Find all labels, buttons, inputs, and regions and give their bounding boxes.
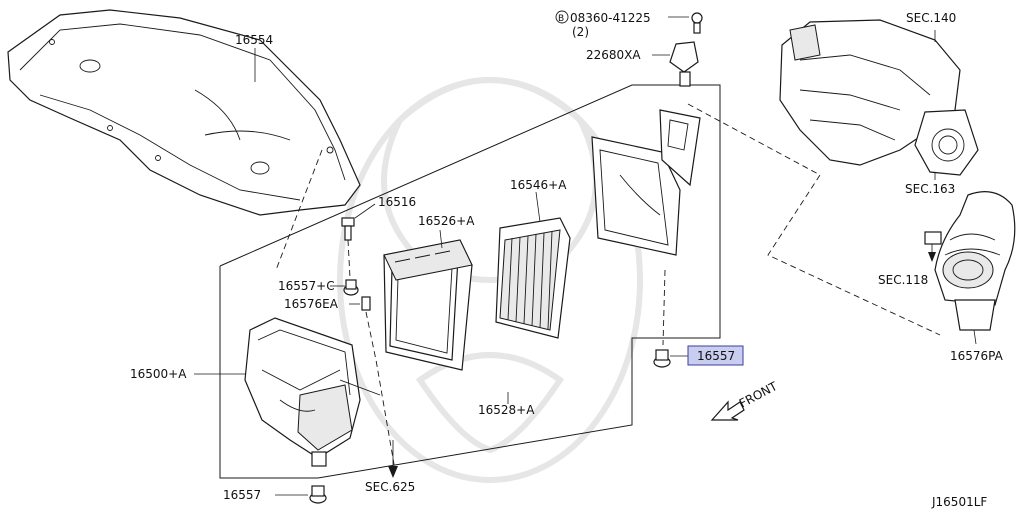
label-16576pa: 16576PA <box>950 349 1004 363</box>
sec118-connector-icon <box>924 231 942 262</box>
intake-duct-16576pa[interactable] <box>934 191 1016 331</box>
label-16576ea: 16576EA <box>284 297 339 311</box>
highlight-box-16557[interactable] <box>687 345 744 366</box>
grommet-16557-bottom[interactable] <box>309 485 327 504</box>
label-bolt-qty: (2) <box>572 25 589 39</box>
grommet-16557-highlight[interactable] <box>653 349 671 368</box>
grommet-16576ea[interactable] <box>361 296 371 311</box>
label-16554: 16554 <box>235 33 273 47</box>
label-16500a: 16500+A <box>130 367 187 381</box>
label-16546a: 16546+A <box>510 178 567 192</box>
label-sec625[interactable]: SEC.625 <box>365 480 415 494</box>
label-front: FRONT <box>737 379 780 411</box>
intake-manifold-sec140[interactable] <box>779 19 979 176</box>
assembly-frame <box>219 84 721 479</box>
label-sec118[interactable]: SEC.118 <box>878 273 928 287</box>
bolt-08360-41225[interactable] <box>691 12 703 34</box>
label-22680xa: 22680XA <box>586 48 641 62</box>
label-16557-highlight: 16557 <box>697 349 735 363</box>
label-08360-41225: 08360-41225 <box>570 11 651 25</box>
label-16516: 16516 <box>378 195 416 209</box>
label-16557c: 16557+C <box>278 279 335 293</box>
upper-housing[interactable] <box>591 109 701 256</box>
front-arrow-icon <box>710 400 745 421</box>
filter-frame-16526a[interactable] <box>383 239 473 371</box>
grommet-16557c[interactable] <box>343 279 359 296</box>
label-16557-bottom: 16557 <box>223 488 261 502</box>
label-16528a: 16528+A <box>478 403 535 417</box>
air-filter-16546a[interactable] <box>495 217 571 339</box>
label-16526a: 16526+A <box>418 214 475 228</box>
figure-code: J16501LF <box>931 495 987 509</box>
engine-cover-16554[interactable] <box>7 9 361 216</box>
lower-housing-16500a[interactable] <box>244 317 381 467</box>
bolt-circle-letter: B <box>558 14 564 24</box>
sec625-arrow-icon <box>388 440 398 478</box>
maf-sensor-22680xa[interactable] <box>669 41 699 87</box>
label-sec140[interactable]: SEC.140 <box>906 11 956 25</box>
label-sec163[interactable]: SEC.163 <box>905 182 955 196</box>
